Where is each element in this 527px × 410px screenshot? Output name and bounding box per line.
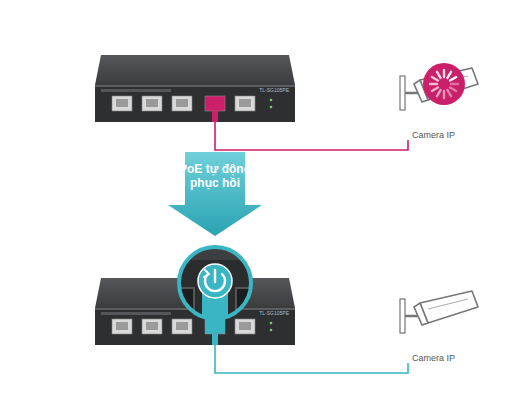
ethernet-port	[172, 319, 192, 334]
camera-detail	[428, 299, 468, 309]
poe-switch: TL-SG105PE	[95, 278, 295, 345]
spinner-tick	[443, 70, 445, 77]
ethernet-port	[172, 96, 192, 111]
spinner-tick	[450, 77, 456, 81]
wall-mount	[400, 76, 405, 110]
node-shape	[398, 62, 484, 140]
port-inner	[239, 99, 251, 107]
status-led	[270, 106, 273, 109]
poe-cable	[215, 122, 408, 150]
process-arrow: PoE tự động phục hồi	[168, 152, 262, 236]
spinner-tick	[437, 90, 441, 96]
model-label: TL-SG105PE	[259, 87, 289, 93]
cable-plug	[212, 111, 218, 122]
ethernet-port	[142, 319, 162, 334]
port-inner	[239, 322, 251, 330]
spinner-tick	[448, 72, 452, 78]
spinner-tick	[443, 91, 445, 98]
switch-top	[95, 278, 295, 308]
arrow-label: PoE tự động phục hồi	[178, 162, 252, 190]
switch-logo-strip	[101, 312, 171, 315]
ethernet-port	[205, 96, 225, 111]
status-led	[270, 99, 273, 102]
ip-camera: Camera IP	[398, 62, 484, 140]
status-led	[270, 329, 273, 332]
restart-arrowhead	[204, 270, 209, 277]
port-inner	[146, 322, 158, 330]
node-shape	[398, 285, 484, 363]
status-led	[270, 322, 273, 325]
spinner-tick	[451, 83, 458, 85]
switch-edge	[95, 85, 295, 87]
model-label: TL-SG105PE	[259, 310, 289, 316]
port-inner	[146, 99, 158, 107]
switch-edge	[95, 308, 295, 310]
spinner-tick	[432, 77, 438, 81]
switch-logo-strip	[101, 89, 171, 92]
cable-plug	[212, 334, 218, 345]
port-inner	[116, 322, 128, 330]
spinner-tick	[450, 88, 456, 92]
down-arrow-shape	[168, 152, 262, 236]
spinner-tick	[430, 83, 437, 85]
poe-cable	[215, 345, 408, 373]
port-inner	[116, 99, 128, 107]
camera-label: Camera IP	[412, 353, 482, 363]
ethernet-port	[112, 96, 132, 111]
switch-front	[95, 85, 295, 122]
ethernet-port	[235, 319, 255, 334]
poe-switch: TL-SG105PE	[95, 55, 295, 122]
spinner-tick	[448, 90, 452, 96]
switch-front	[95, 308, 295, 345]
error-badge	[423, 63, 465, 105]
ethernet-port	[142, 96, 162, 111]
port-inner	[176, 99, 188, 107]
ethernet-port	[112, 319, 132, 334]
port-inner	[176, 322, 188, 330]
ip-camera: Camera IP	[398, 285, 484, 363]
ethernet-port	[235, 96, 255, 111]
camera-label: Camera IP	[412, 130, 482, 140]
switch-top	[95, 55, 295, 85]
ethernet-port	[205, 319, 225, 334]
camera-body	[420, 291, 478, 323]
spinner-tick	[432, 88, 438, 92]
camera-lens	[414, 303, 428, 325]
spinner-tick	[437, 72, 441, 78]
wall-mount	[400, 299, 405, 333]
